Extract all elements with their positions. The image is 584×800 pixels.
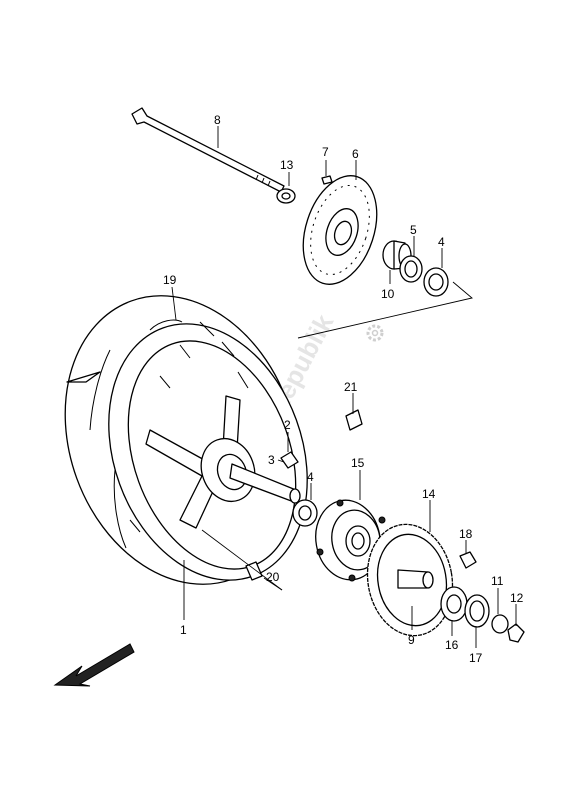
callout-12: 12 (510, 591, 524, 605)
callout-11: 11 (491, 574, 504, 588)
axle (131, 107, 285, 193)
callout-18: 18 (459, 527, 473, 541)
hub-spacer (491, 614, 509, 634)
callout-17: 17 (469, 651, 483, 665)
sprocket-hub (315, 499, 386, 582)
callout-13: 13 (280, 158, 294, 172)
hub-bearing (440, 586, 468, 622)
sprocket (366, 523, 454, 637)
callout-14: 14 (422, 487, 436, 501)
leader-lines (171, 126, 517, 648)
callout-9: 9 (408, 633, 415, 647)
axle-nut (507, 623, 525, 643)
upper-bearing (423, 267, 449, 297)
callout-5: 5 (410, 223, 417, 237)
callout-19: 19 (163, 273, 177, 287)
axle-washer (276, 188, 296, 204)
sprocket-nut (459, 551, 477, 569)
callout-20: 20 (266, 570, 280, 584)
callout-4-upper: 4 (438, 235, 445, 249)
callout-2: 2 (284, 418, 291, 432)
callout-4-lower: 4 (307, 470, 314, 484)
callout-3: 3 (268, 453, 275, 467)
front-direction-arrow-icon (66, 371, 101, 383)
callout-7: 7 (322, 145, 329, 159)
rim-clip (280, 451, 299, 469)
front-direction-arrow-icon (53, 643, 135, 687)
upper-seal (399, 255, 423, 283)
callout-6: 6 (352, 147, 359, 161)
lower-bearing (292, 499, 318, 527)
rear-wheel (64, 295, 308, 585)
callout-15: 15 (351, 456, 365, 470)
callout-21: 21 (344, 380, 358, 394)
callout-10: 10 (381, 287, 395, 301)
callout-8: 8 (214, 113, 221, 127)
callout-labels: 1 2 3 4 4 5 6 7 8 9 10 11 12 13 14 15 16… (163, 113, 524, 665)
disc-bolt (321, 175, 333, 185)
callout-1: 1 (180, 623, 187, 637)
gear-icon (366, 324, 384, 342)
callout-16: 16 (445, 638, 459, 652)
brake-disc (302, 175, 378, 285)
chain-clip (345, 409, 363, 431)
hub-seal (464, 594, 490, 628)
